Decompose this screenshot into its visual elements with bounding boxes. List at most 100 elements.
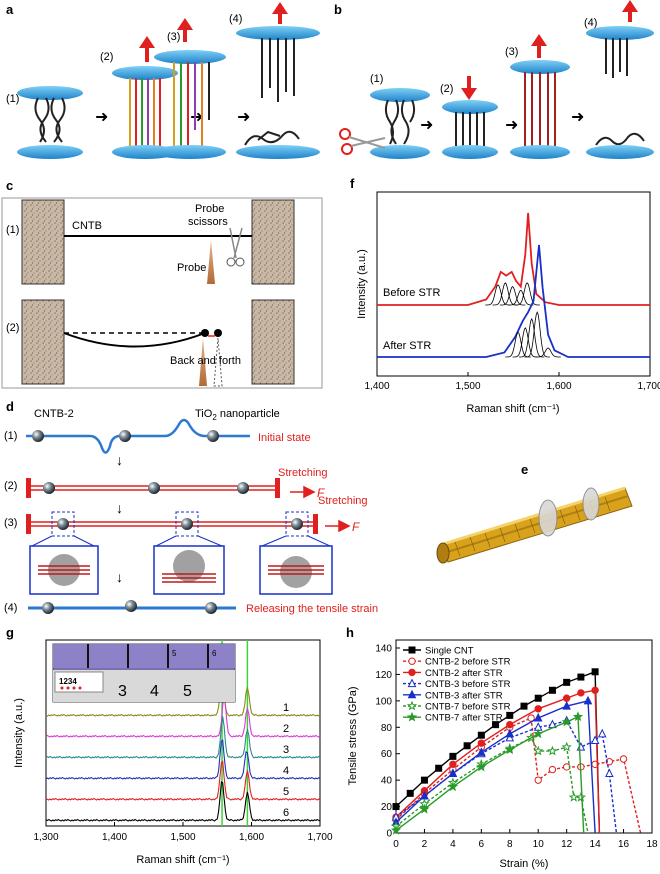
h-data-point: [562, 694, 571, 702]
zoom-inset-1: [29, 535, 99, 595]
h-legend-label: CNTB-3 before STR: [425, 679, 511, 690]
curved-cnts: [384, 99, 416, 145]
plot-frame: [376, 191, 651, 377]
h-data-point: [534, 705, 542, 713]
f-fit-peak: [499, 286, 526, 306]
bottom-disk: [370, 145, 430, 159]
tio2-particle: [42, 602, 54, 614]
h-data-point: [590, 735, 600, 744]
top-disk: [370, 88, 430, 102]
h-data-point: [568, 791, 579, 802]
ruler-number: 5: [172, 649, 177, 658]
h-data-point: [435, 764, 443, 772]
h-data-point: [419, 803, 430, 814]
g-xlabel: Raman shift (cm⁻¹): [136, 854, 229, 866]
c-step-2-label: (2): [6, 322, 19, 334]
bottom-disk: [442, 145, 498, 159]
h-data-point: [463, 742, 471, 750]
h-data-point: [561, 716, 572, 727]
g-x-tick-label: 1,300: [33, 832, 58, 843]
panel-c: c (1) CNTB Probe scissors Probe (2) Back…: [1, 178, 323, 389]
tio2-particle: [237, 482, 249, 494]
g-series-label: 4: [283, 765, 289, 777]
f-fit-peak: [485, 284, 511, 306]
left-electrode: [21, 299, 65, 385]
cntb-wavy: [26, 418, 250, 454]
probe-tip: [199, 338, 207, 386]
zoom-inset-3: [259, 535, 333, 595]
curved-cnts: [34, 97, 66, 143]
b-step-4-label: (4): [584, 17, 597, 29]
zoom-box: [285, 511, 309, 537]
up-arrow: [622, 0, 638, 22]
h-data-point: [408, 668, 416, 677]
plot-frame: [395, 639, 653, 834]
up-arrow: [139, 36, 155, 62]
h-y-tick-label: 60: [381, 749, 393, 760]
panel-b-label: b: [334, 2, 342, 17]
probe-tip: [207, 240, 215, 284]
arrow-right: ➜: [505, 117, 518, 134]
h-data-point: [591, 686, 599, 694]
h-data-point: [406, 711, 418, 722]
f-series-line: [377, 212, 650, 306]
f-xlabel: Raman shift (cm⁻¹): [466, 403, 559, 415]
f-fit-peak: [492, 282, 518, 306]
arrow-right: ➜: [95, 109, 108, 126]
h-data-point: [447, 781, 459, 792]
probe-tip-ghost: [213, 337, 223, 387]
h-data-point: [506, 711, 514, 719]
top-disk: [442, 100, 498, 114]
a-step-1-label: (1): [6, 93, 19, 105]
top-disk: [17, 86, 83, 100]
g-spectrum-line: [45, 739, 321, 780]
top-disk: [112, 66, 178, 80]
force-arrow: [290, 485, 316, 499]
bottom-disk: [154, 145, 226, 159]
a-step-4-label: (4): [229, 13, 242, 25]
scissors-icon: [226, 227, 245, 267]
top-disk: [154, 50, 226, 64]
stretching-label: Stretching: [318, 495, 368, 507]
h-data-point: [477, 747, 486, 756]
h-data-point: [448, 768, 458, 778]
h-x-tick-label: 12: [561, 839, 573, 850]
h-legend-label: CNTB-7 before STR: [425, 702, 511, 713]
a-step-3-label: (3): [167, 31, 180, 43]
h-data-point: [619, 755, 628, 763]
g-x-tick-label: 1,700: [307, 832, 332, 843]
arrow-right: ➜: [190, 109, 203, 126]
h-ylabel: Tensile stress (GPa): [347, 686, 359, 785]
panel-d-label: d: [6, 399, 14, 414]
probe-contact: [201, 329, 209, 337]
tio2-particle: [32, 430, 44, 442]
zoom-inset-2: [153, 535, 225, 595]
force-label: F: [352, 520, 360, 534]
h-data-point: [597, 728, 607, 738]
h-x-tick-label: 0: [393, 839, 399, 850]
top-disk: [510, 60, 570, 74]
h-data-point: [575, 791, 587, 802]
top-disk: [586, 26, 654, 40]
initial-state-label: Initial state: [258, 432, 311, 444]
h-data-point: [476, 761, 487, 772]
arrow-right: ➜: [420, 117, 433, 134]
f-plot-area: [377, 212, 650, 358]
down-arrow: ↓: [116, 569, 123, 585]
bottom-disk: [586, 145, 654, 159]
h-data-point: [392, 803, 400, 811]
h-y-tick-label: 100: [375, 696, 392, 707]
cntb-label: CNTB: [72, 220, 102, 232]
b-step-2: (2): [440, 76, 498, 159]
scissors-icon: [339, 128, 386, 155]
h-data-point: [605, 757, 614, 766]
h-data-point: [505, 728, 515, 738]
probe-scissors-label-1: Probe: [195, 203, 224, 215]
h-data-point: [583, 695, 593, 705]
g-ylabel: Intensity (a.u.): [13, 698, 25, 768]
broken-cnts: [595, 132, 645, 146]
h-data-point: [562, 701, 571, 710]
h-data-point: [390, 825, 402, 835]
